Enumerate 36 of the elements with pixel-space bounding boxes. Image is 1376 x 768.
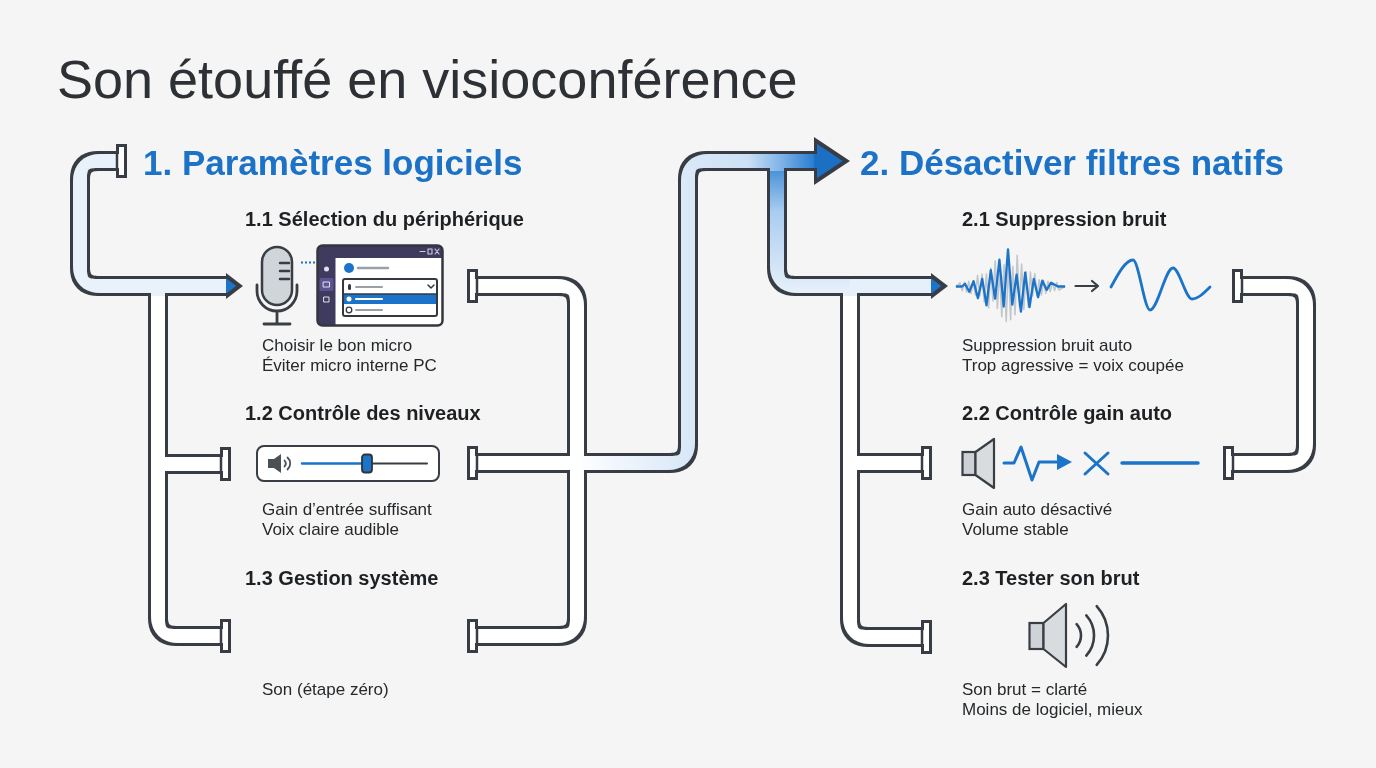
pipe-connector [767, 171, 850, 296]
pipe-connector [850, 273, 948, 299]
pipe-connector [148, 296, 168, 464]
pipe-connector [158, 273, 243, 299]
description-text: Voix claire audible [262, 520, 400, 540]
pipe-connector [465, 267, 587, 453]
title: Son étouffé en visioconférence [57, 52, 798, 106]
pipe-connector [465, 444, 567, 482]
pipe-connector [840, 296, 860, 463]
step-heading: 1.2 Contrôle des niveaux [245, 401, 481, 425]
pipe-connector [465, 473, 587, 655]
step-heading: 2.3 Tester son brut [962, 566, 1140, 590]
pipe-connector [777, 137, 850, 185]
description-text: Son brut = clarté [962, 680, 1088, 700]
description-text: Gain d’entrée suffisant [262, 500, 432, 520]
pipe-connector [567, 151, 777, 473]
pipe-connector [860, 444, 934, 482]
step-heading: 2.2 Contrôle gain auto [962, 401, 1173, 425]
step-heading: 2.1 Suppression bruit [962, 207, 1167, 231]
description-text: Son (étape zéro) [262, 680, 389, 700]
description-text: Volume stable [962, 520, 1069, 540]
section-heading: 2. Désactiver filtres natifs [860, 142, 1285, 184]
section-heading: 1. Paramètres logiciels [143, 142, 523, 184]
pipe-connector [1221, 267, 1316, 482]
step-heading: 1.1 Sélection du périphérique [245, 207, 524, 231]
description-text: Choisir le bon micro [262, 336, 413, 356]
pipe-connector [840, 463, 934, 656]
pipe-connector [148, 464, 233, 655]
description-text: Suppression bruit auto [962, 336, 1133, 356]
pipe-connector [168, 445, 233, 483]
step-heading: 1.3 Gestion système [245, 566, 439, 590]
description-text: Éviter micro interne PC [262, 356, 437, 376]
description-text: Gain auto désactivé [962, 500, 1113, 520]
pipe-connector [70, 142, 158, 296]
description-text: Trop agressive = voix coupée [962, 356, 1184, 376]
description-text: Moins de logiciel, mieux [962, 700, 1143, 720]
